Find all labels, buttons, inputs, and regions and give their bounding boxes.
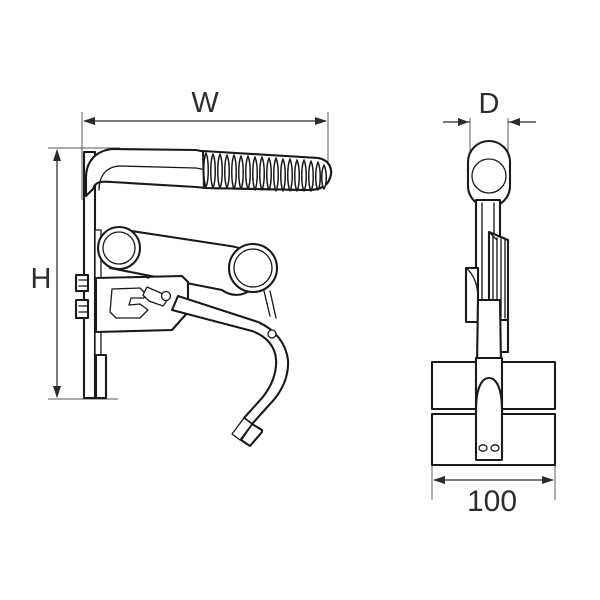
roller-connecting-rod-a	[263, 290, 271, 317]
width-label: W	[191, 87, 219, 119]
latch-cam-profile	[109, 287, 149, 319]
depth-arrow-left	[458, 118, 469, 126]
lower-hook-arm	[170, 294, 290, 426]
base-width-arrow-left	[433, 476, 445, 484]
base-width-arrow-right	[542, 476, 554, 484]
column-nose-arc	[474, 376, 504, 412]
depth-arrow-right	[509, 118, 520, 126]
depth-label: D	[479, 88, 500, 120]
base-center-column	[474, 356, 504, 462]
rail-lower-pad	[94, 353, 108, 400]
roller-connecting-rod-b	[269, 290, 277, 319]
clamp-stack-chamfer	[488, 231, 498, 241]
lifting-eye-hole	[471, 158, 507, 194]
rail-bracket-tabs	[74, 273, 90, 320]
bracket-tab-upper	[74, 273, 90, 293]
clamp-plate-left	[464, 266, 480, 324]
base-width-label: 100	[467, 485, 517, 518]
lifting-eye	[466, 139, 512, 209]
column-hole-left	[478, 444, 488, 452]
housing-rivet-dot	[146, 275, 150, 279]
column-holes	[478, 444, 500, 452]
height-arrow-bottom	[53, 386, 61, 398]
base-width-dimension: 100	[431, 466, 556, 518]
depth-dimension: D	[443, 88, 536, 152]
latch-lever	[109, 286, 172, 319]
hook-tip-inner	[231, 417, 253, 441]
clamp-plate-left-arc	[465, 267, 479, 299]
hook-tip-outer	[239, 422, 264, 448]
latch-pin-head	[160, 290, 172, 302]
roller-upper-left	[96, 225, 142, 271]
width-arrow-right	[315, 117, 327, 125]
height-arrow-top	[53, 149, 61, 161]
front-view	[74, 147, 333, 448]
handle-arm-inner-line	[98, 165, 311, 191]
height-dimension: H	[31, 147, 120, 400]
side-view	[430, 139, 557, 467]
handle-grip-ribs	[203, 152, 327, 192]
lower-arm-pivot-hole	[267, 329, 277, 339]
column-hole-right	[490, 444, 500, 452]
height-label: H	[31, 263, 52, 295]
roller-lower-right	[227, 242, 279, 294]
width-arrow-left	[83, 117, 95, 125]
width-dimension: W	[81, 87, 329, 200]
bracket-tab-lower	[74, 298, 90, 320]
